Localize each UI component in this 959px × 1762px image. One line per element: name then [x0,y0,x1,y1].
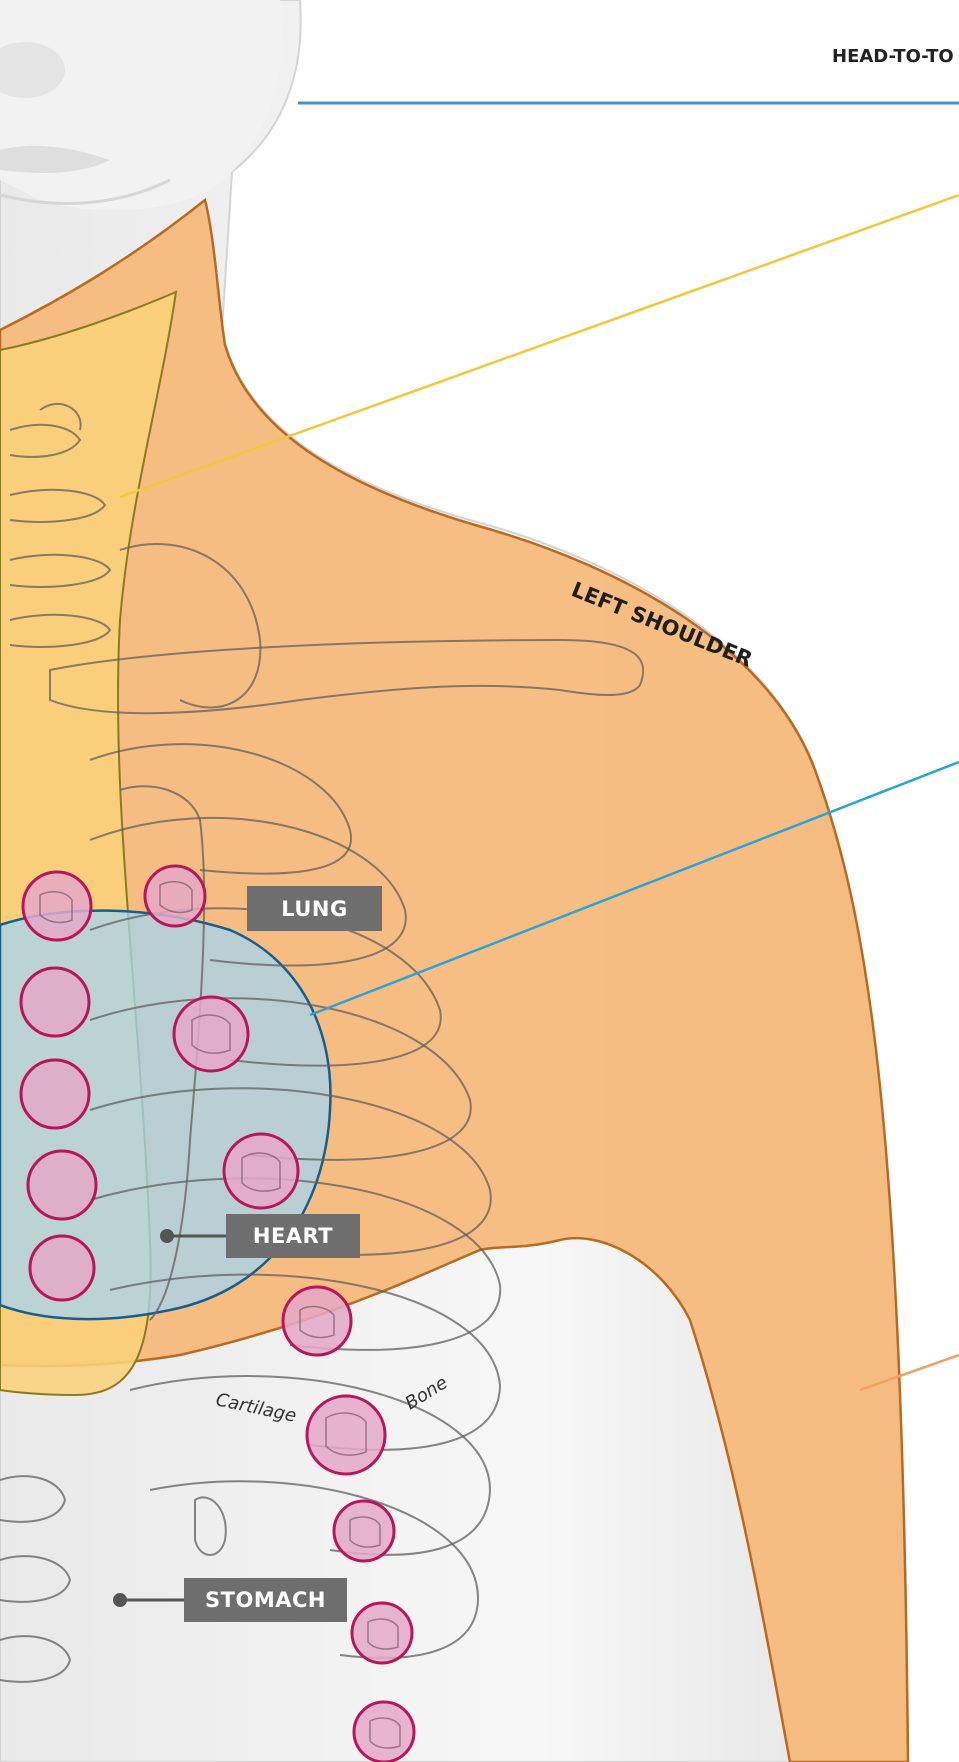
marker-point [21,1060,89,1128]
heart-label: HEART [226,1214,360,1258]
stomach-pointer-dot [113,1593,127,1607]
lung-label: LUNG [247,886,382,931]
marker-point [28,1151,96,1219]
marker-point [30,1236,94,1300]
marker-point [307,1396,385,1474]
marker-point [224,1134,298,1208]
marker-point [174,997,248,1071]
marker-point [334,1501,394,1561]
leader-line-yellow [120,195,959,497]
marker-point [354,1702,414,1762]
marker-point [352,1603,412,1663]
marker-point [23,872,91,940]
marker-point [145,866,205,926]
marker-point [283,1287,351,1355]
page-heading: HEAD-TO-TO [832,46,954,67]
heart-pointer-dot [160,1229,174,1243]
stomach-label: STOMACH [184,1578,347,1622]
marker-point [21,968,89,1036]
